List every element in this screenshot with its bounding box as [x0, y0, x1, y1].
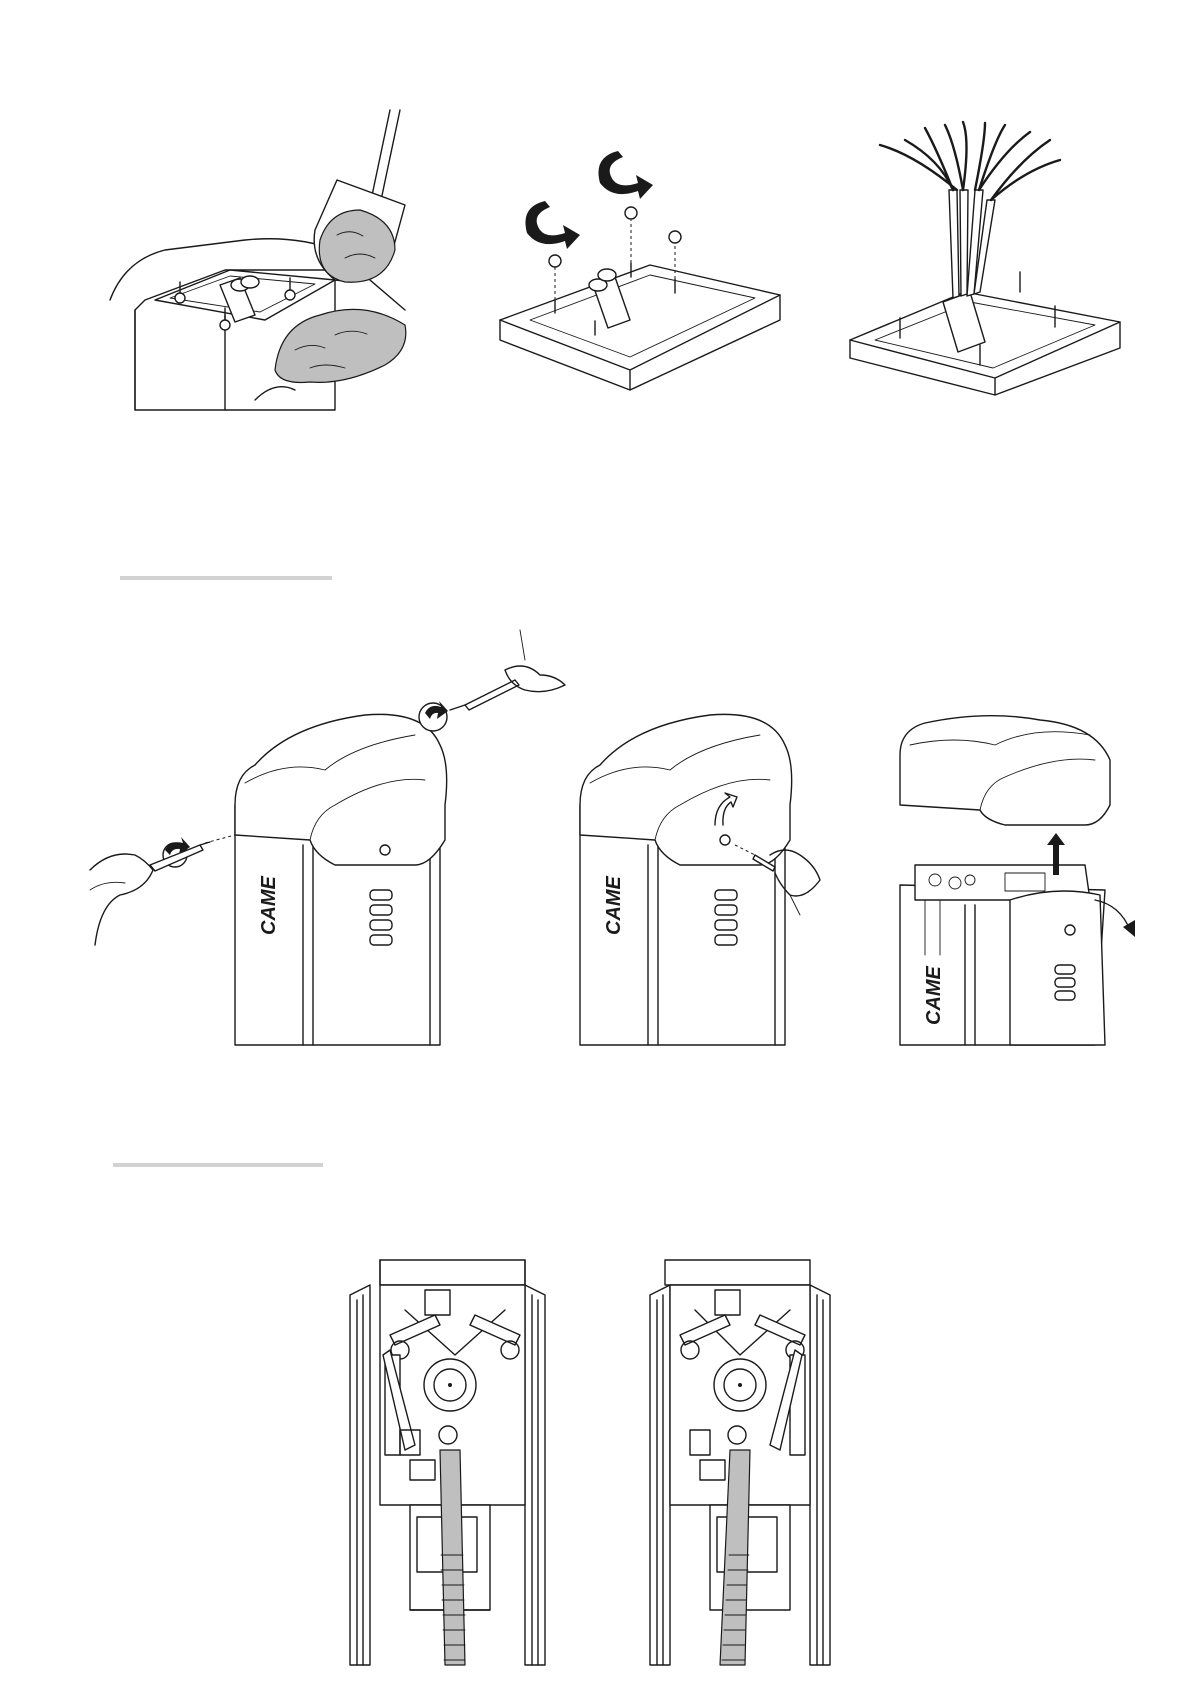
- figure-internal-view-left: [345, 1255, 550, 1665]
- screwdriver-icon: [90, 835, 235, 945]
- figure-remove-nuts: [495, 145, 785, 400]
- rotate-arrow-icon: [598, 151, 653, 199]
- cable-bundle-icon: [880, 122, 1060, 298]
- figure-fill-concrete: [105, 110, 430, 410]
- figure-unscrew-lock: CAME: [575, 705, 835, 1045]
- brand-logo: CAME: [923, 965, 945, 1025]
- section-divider: [120, 576, 332, 580]
- figure-unscrew-cover-screws: CAME: [85, 665, 630, 1045]
- section-divider: [113, 1163, 323, 1167]
- screwdriver-icon: [419, 630, 565, 731]
- rotate-arrow-icon: [525, 201, 580, 249]
- brand-logo: CAME: [603, 875, 625, 935]
- brand-logo: CAME: [258, 875, 280, 935]
- figure-lift-cover-remove-door: CAME: [895, 715, 1145, 1045]
- figure-cables-through-pipe: [845, 120, 1125, 430]
- figure-internal-view-right: [645, 1255, 850, 1665]
